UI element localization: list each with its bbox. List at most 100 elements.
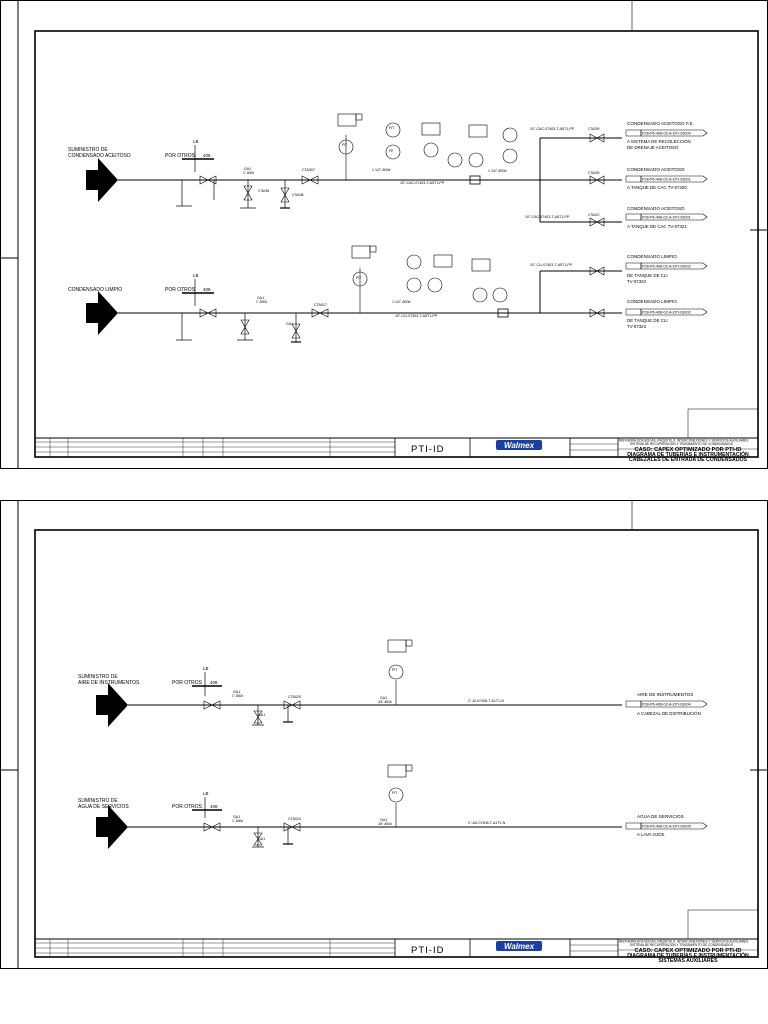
svg-text:LB: LB [193, 139, 199, 144]
svg-text:CTA025: CTA025 [288, 695, 301, 699]
svg-text:1 1/2"-800#: 1 1/2"-800# [372, 168, 390, 172]
by-others-label: POR OTROS [172, 680, 203, 686]
svg-text:GA1: GA1 [380, 696, 387, 700]
outer-border [0, 0, 768, 469]
title-block-system: SISTEMA DE RECUPERACIÓN Y TRATAMIENTO DE… [630, 942, 733, 947]
destination-2-ref: P28-P6-408-02-A-DTI-03005 [642, 825, 691, 829]
svg-text:FE: FE [389, 149, 394, 153]
svg-text:PIT: PIT [342, 143, 348, 147]
source-label-1: CONDENSADO LIMPIO [68, 287, 122, 293]
svg-text:CTA054: CTA054 [258, 189, 270, 193]
svg-text:CTA024: CTA024 [288, 817, 301, 821]
group-aire-instrumentos: SUMINISTRO DE AIRE DE INSTRUMENTOS POR O… [78, 639, 708, 727]
title-block-diagram-type: DIAGRAMA DE TUBERÍAS E INSTRUMENTACIÓN [627, 450, 749, 458]
svg-text:GA1: GA1 [286, 322, 293, 326]
svg-text:CTA010: CTA010 [588, 213, 600, 217]
destination-2-note-1: A TANQUE DE CAC TV-07320 [627, 185, 687, 190]
supply-arrow [96, 683, 128, 727]
header-line-label: 2"-AS-07408-T-A1T1-N [468, 821, 506, 825]
svg-text:3/4"-800#: 3/4"-800# [378, 822, 392, 826]
destination-5-title: CONDENSADO LIMPIO [627, 299, 677, 304]
svg-text:GA1: GA1 [258, 713, 265, 717]
destination-5-note-2: TV-07323 [627, 324, 647, 329]
svg-text:CTA007: CTA007 [302, 168, 315, 172]
svg-text:1"-800#: 1"-800# [232, 819, 243, 823]
svg-text:1"-800#: 1"-800# [232, 694, 243, 698]
svg-text:408: 408 [203, 153, 211, 158]
destination-1-ref: P28-P6-408-02-A-DTI-03009 [642, 132, 691, 136]
drawing-sheet-1: SUMINISTRO DE CONDENSADO ACEITOSO POR OT… [0, 0, 768, 470]
svg-text:10"-CAC-07403-T-A5T1-PP: 10"-CAC-07403-T-A5T1-PP [530, 127, 575, 131]
svg-text:FIT: FIT [389, 126, 395, 130]
destination-5-ref: P28-P6-408-02-A-DTI-03002 [642, 311, 691, 315]
title-block-subject: SISTEMAS AUXILIARES [658, 958, 718, 964]
supply-arrow [86, 158, 118, 202]
svg-text:CTA017: CTA017 [314, 303, 327, 307]
svg-text:PIT: PIT [356, 276, 362, 280]
supply-arrow [86, 291, 118, 335]
svg-text:PIT: PIT [392, 791, 398, 795]
header-line-label: 10"-CAC-07403-T-A5T1-PP [400, 181, 445, 185]
destination-3-title: CONDENSADO ACEITOSO [627, 206, 685, 211]
svg-text:LB: LB [193, 273, 199, 278]
title-block-diagram-type: DIAGRAMA DE TUBERÍAS E INSTRUMENTACIÓN [627, 951, 749, 959]
title-block-center-label: PTI-ID [411, 444, 444, 455]
by-others-label: POR OTROS [165, 287, 196, 293]
title-block-case: CASO: CAPEX OPTIMIZADO POR PTI-ID [635, 948, 742, 954]
group-condensado-aceitoso: SUMINISTRO DE CONDENSADO ACEITOSO POR OT… [68, 113, 708, 229]
svg-text:Walmex: Walmex [504, 942, 535, 951]
supply-arrow [96, 805, 128, 849]
source-label-1: SUMINISTRO DE [68, 147, 108, 153]
svg-text:GA1: GA1 [380, 818, 387, 822]
svg-text:GA1: GA1 [258, 837, 265, 841]
destination-2-ref: P28-P6-408-02-A-DTI-03001 [642, 178, 691, 182]
svg-text:CTA048: CTA048 [292, 193, 304, 197]
svg-text:1"-800#: 1"-800# [256, 300, 267, 304]
source-label-2: AIRE DE INSTRUMENTOS [78, 680, 140, 686]
svg-text:408: 408 [203, 287, 211, 292]
title-block-system: SISTEMA DE RECUPERACIÓN Y TRATAMIENTO DE… [630, 441, 733, 446]
source-label-1: SUMINISTRO DE [78, 798, 118, 804]
by-others-label: POR OTROS [165, 153, 196, 159]
destination-4-ref: P28-P6-408-02-A-DTI-03002 [642, 265, 691, 269]
header-line-label: 2"-AI-07408-T-A1T1-N [468, 699, 504, 703]
drawing-sheet-2: SUMINISTRO DE AIRE DE INSTRUMENTOS POR O… [0, 500, 768, 970]
title-block: PTI-ID Walmex REFINERÍA DOS BOCAS, PAQUE… [35, 909, 759, 964]
group-condensado-limpio: CONDENSADO LIMPIO POR OTROS 408 LB 10"-C… [68, 245, 708, 343]
svg-text:1 1/2"-800#: 1 1/2"-800# [488, 169, 506, 173]
source-label-2: CONDENSADO ACEITOSO [68, 153, 131, 159]
svg-text:1 1/2"-800#: 1 1/2"-800# [392, 300, 410, 304]
title-block-case: CASO: CAPEX OPTIMIZADO POR PTI-ID [635, 447, 742, 453]
svg-text:LB: LB [203, 666, 209, 671]
title-block: PTI-ID Walmex REFINERÍA DOS BOCAS, PAQUE… [35, 408, 759, 463]
group-agua-servicios: SUMINISTRO DE AGUA DE SERVICIOS POR OTRO… [78, 764, 708, 849]
destination-1-title: AIRE DE INSTRUMENTOS [637, 692, 693, 697]
svg-text:CTA009: CTA009 [588, 127, 600, 131]
source-label-2: AGUA DE SERVICIOS [78, 804, 129, 810]
svg-text:GA1: GA1 [233, 690, 240, 694]
walmex-logo: Walmex [496, 440, 542, 450]
destination-1-note-2: DE DRENAJE ACEITOSO [627, 145, 679, 150]
destination-1-title: CONDENSADO ACEITOSO F.E. [627, 121, 694, 126]
header-line-label: 10"-CLI-07403-T-A5T1-PP [395, 314, 438, 318]
destination-1-note-1: A CABEZAL DE DISTRIBUCIÓN [637, 711, 701, 716]
svg-text:10"-CAC-07403-T-A5T1-PP: 10"-CAC-07403-T-A5T1-PP [525, 215, 570, 219]
destination-3-ref: P28-P6-408-02-A-DTI-03001 [642, 216, 691, 220]
title-block-subject: CABEZALES DE ENTRADA DE CONDENSADOS [629, 457, 748, 463]
svg-text:GA1: GA1 [257, 296, 264, 300]
svg-text:Walmex: Walmex [504, 441, 535, 450]
inner-frame [34, 529, 759, 958]
destination-4-title: CONDENSADO LIMPIO [627, 254, 677, 259]
pid-diagram-1: SUMINISTRO DE CONDENSADO ACEITOSO POR OT… [0, 0, 768, 469]
svg-text:1"-800#: 1"-800# [243, 171, 254, 175]
svg-text:10"-CLI-07403-T-A5T1-PP: 10"-CLI-07403-T-A5T1-PP [530, 263, 573, 267]
by-others-label: POR OTROS [172, 804, 203, 810]
destination-2-title: CONDENSADO ACEITOSO [627, 167, 685, 172]
svg-text:LB: LB [203, 791, 209, 796]
destination-5-note-1: DE TANQUE DE CLI [627, 318, 668, 323]
destination-3-note-1: A TANQUE DE CAC TV-07321 [627, 224, 687, 229]
pid-diagram-2: SUMINISTRO DE AIRE DE INSTRUMENTOS POR O… [0, 500, 768, 969]
svg-text:GA1: GA1 [233, 815, 240, 819]
outer-border [0, 500, 768, 969]
destination-2-note-1: A LAVA OJOS [637, 832, 664, 837]
